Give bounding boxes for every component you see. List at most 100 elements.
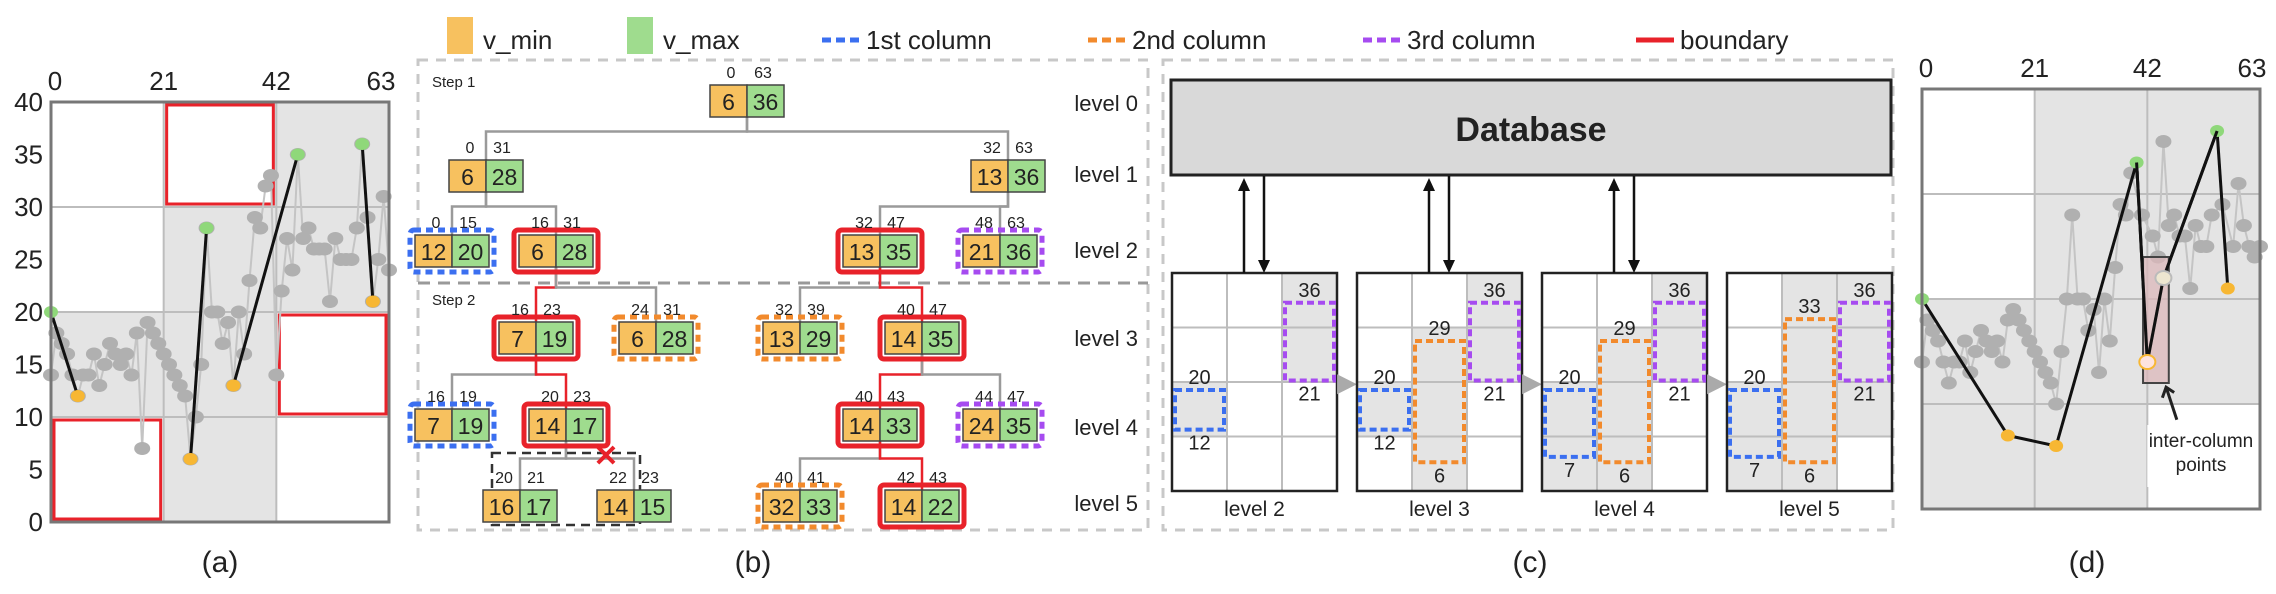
vmin-cell bbox=[414, 408, 453, 442]
column-frame-col2 bbox=[611, 314, 701, 362]
shaded-cell bbox=[1837, 327, 1892, 382]
range-start: 20 bbox=[541, 389, 559, 406]
vmax-value: 22 bbox=[928, 494, 954, 520]
column-frame-col2 bbox=[755, 314, 845, 362]
vmin-cell bbox=[842, 234, 881, 268]
range-end: 23 bbox=[641, 470, 659, 487]
database-box bbox=[1169, 78, 1893, 177]
tree-edge bbox=[484, 117, 749, 160]
range-end: 41 bbox=[807, 470, 825, 487]
legend-label: 2nd column bbox=[1132, 25, 1266, 55]
column-frame-col3 bbox=[955, 401, 1045, 449]
column-frame-col2 bbox=[755, 482, 845, 530]
tree-edge bbox=[878, 441, 924, 490]
legend-label: 1st column bbox=[866, 25, 992, 55]
range-end: 47 bbox=[1007, 389, 1025, 406]
data-point bbox=[150, 337, 167, 350]
data-point bbox=[96, 358, 113, 371]
data-point bbox=[295, 232, 312, 245]
range-end: 23 bbox=[543, 302, 561, 319]
range-min-label: 12 bbox=[1373, 433, 1395, 455]
range-min-label: 12 bbox=[1188, 433, 1210, 455]
column-frame-col1 bbox=[407, 401, 497, 449]
range-start: 16 bbox=[511, 302, 529, 319]
m4-line bbox=[2054, 162, 2139, 447]
shaded-cell bbox=[1782, 327, 1837, 382]
shaded-cell bbox=[1467, 327, 1522, 382]
data-point bbox=[2096, 292, 2113, 306]
boundary-frame bbox=[511, 227, 601, 275]
legend-label: v_min bbox=[483, 25, 552, 55]
data-point bbox=[1924, 324, 1941, 337]
shaded-cell bbox=[1837, 382, 1892, 437]
range-end: 39 bbox=[807, 302, 825, 319]
next-arrow-icon: ▶ bbox=[1522, 367, 1542, 397]
vmax-cell bbox=[999, 408, 1038, 442]
vmax-cell bbox=[799, 489, 838, 523]
range-min-label: 21 bbox=[1668, 384, 1690, 406]
vmax-value: 28 bbox=[492, 164, 518, 190]
vmax-cell bbox=[879, 408, 918, 442]
data-point bbox=[2091, 366, 2108, 379]
column-frame-col1 bbox=[407, 227, 497, 275]
range-max-label: 36 bbox=[1483, 280, 1505, 302]
tree-edge bbox=[998, 192, 1010, 235]
y-tick-label: 25 bbox=[14, 245, 43, 275]
vmax-cell bbox=[655, 321, 694, 355]
range-max-label: 20 bbox=[1558, 367, 1580, 389]
range-start: 42 bbox=[897, 470, 915, 487]
vmax-value: 35 bbox=[1006, 413, 1032, 439]
data-point bbox=[139, 316, 156, 329]
data-point bbox=[2048, 397, 2065, 411]
data-point bbox=[2101, 334, 2118, 348]
data-point bbox=[2032, 355, 2049, 369]
data-point bbox=[80, 368, 97, 382]
vmin-cell bbox=[709, 84, 748, 118]
range-end: 23 bbox=[573, 389, 591, 406]
range-max-label: 36 bbox=[1298, 280, 1320, 302]
x-tick-label: 42 bbox=[262, 66, 291, 96]
legend-label: v_max bbox=[663, 25, 740, 55]
vmin-value: 24 bbox=[969, 413, 995, 439]
vmax-value: 15 bbox=[640, 494, 666, 520]
vmin-cell bbox=[596, 489, 635, 523]
database-label: Database bbox=[1455, 111, 1606, 149]
x-tick-label: 21 bbox=[2020, 53, 2049, 83]
vmin-cell bbox=[528, 408, 567, 442]
range-min-label: 6 bbox=[1434, 465, 1445, 487]
range-max-label: 20 bbox=[1373, 367, 1395, 389]
tree-edge bbox=[484, 192, 558, 235]
vmin-cell bbox=[518, 234, 557, 268]
arrow-head-up-icon bbox=[1423, 178, 1435, 191]
tree-edge bbox=[745, 117, 1010, 160]
step-1-label: Step 1 bbox=[432, 74, 475, 91]
range-end: 31 bbox=[493, 140, 511, 157]
range-start: 40 bbox=[775, 470, 793, 487]
range-start: 48 bbox=[975, 215, 993, 232]
vmax-value: 17 bbox=[526, 494, 552, 520]
range-end: 43 bbox=[929, 470, 947, 487]
vmax-cell bbox=[565, 408, 604, 442]
vmin-value: 7 bbox=[427, 413, 440, 439]
tree-edge bbox=[554, 267, 658, 322]
data-point bbox=[171, 379, 188, 392]
vmax-cell bbox=[451, 234, 490, 268]
legend-swatch-v-min bbox=[447, 17, 473, 54]
boundary-frame bbox=[491, 314, 581, 362]
vmin-value: 12 bbox=[421, 239, 447, 265]
vmin-cell bbox=[884, 489, 923, 523]
range-start: 16 bbox=[531, 215, 549, 232]
column-range-box-col1 bbox=[1173, 388, 1226, 432]
panel-b-frame bbox=[416, 58, 1150, 532]
m4-line bbox=[2007, 434, 2057, 448]
